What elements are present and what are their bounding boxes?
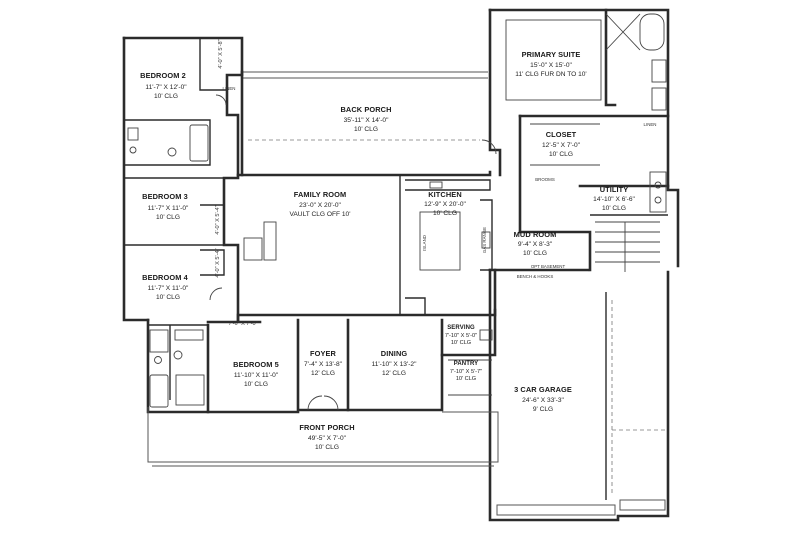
room-primary-suite: PRIMARY SUITE 15'-0" X 15'-0" 11' CLG FU… bbox=[515, 50, 586, 78]
pantry-size: 7'-10" X 5'-7" bbox=[450, 369, 482, 375]
back-porch-clg: 10' CLG bbox=[354, 126, 378, 133]
garage-clg: 9' CLG bbox=[533, 406, 553, 413]
brooms-note: BROOMS bbox=[535, 177, 555, 182]
dining-clg: 12' CLG bbox=[382, 370, 406, 377]
room-pantry: PANTRY 7'-10" X 5'-7" 10' CLG bbox=[450, 361, 482, 382]
front-porch-clg: 10' CLG bbox=[315, 444, 339, 451]
family-room-size: 23'-0" X 20'-0" bbox=[299, 202, 341, 209]
bedroom3-clg: 10' CLG bbox=[156, 214, 180, 221]
foyer-clg: 12' CLG bbox=[311, 370, 335, 377]
front-porch-name: FRONT PORCH bbox=[299, 423, 354, 432]
closet-size: 12'-5" X 7'-0" bbox=[542, 142, 581, 149]
bedroom4-clg: 10' CLG bbox=[156, 294, 180, 301]
room-front-porch: FRONT PORCH 49'-5" X 7'-0" 10' CLG bbox=[299, 423, 354, 451]
primary-suite-size: 15'-0" X 15'-0" bbox=[530, 62, 572, 69]
serving-clg: 10' CLG bbox=[451, 340, 471, 346]
room-bedroom-5: BEDROOM 5 11'-10" X 11'-0" 10' CLG bbox=[233, 360, 279, 388]
bedroom2-closet-dim: 4'-0" X 5'-8" bbox=[218, 39, 224, 68]
kitchen-name: KITCHEN bbox=[428, 190, 462, 199]
front-porch-size: 49'-5" X 7'-0" bbox=[308, 435, 347, 442]
closet-name: CLOSET bbox=[546, 130, 577, 139]
back-porch-name: BACK PORCH bbox=[340, 105, 391, 114]
bedroom4-size: 11'-7" X 11'-0" bbox=[148, 285, 189, 292]
bedroom5-closet-dim: 7'-6" X 7'-0" bbox=[228, 321, 257, 327]
family-room-name: FAMILY ROOM bbox=[294, 190, 346, 199]
dining-name: DINING bbox=[381, 349, 408, 358]
room-serving: SERVING 7'-10" X 5'-0" 10' CLG bbox=[445, 325, 477, 346]
closet-clg: 10' CLG bbox=[549, 151, 573, 158]
room-kitchen: KITCHEN 12'-9" X 20'-0" 10' CLG bbox=[424, 190, 466, 217]
bedroom3-closet-dim: 4'-0" X 5'-4" bbox=[215, 205, 221, 234]
room-family-room: FAMILY ROOM 23'-0" X 20'-0" VAULT CLG OF… bbox=[290, 190, 351, 218]
opt-basement-note: OPT BASEMENT bbox=[531, 264, 566, 269]
bedroom5-name: BEDROOM 5 bbox=[233, 360, 279, 369]
bedroom5-clg: 10' CLG bbox=[244, 381, 268, 388]
island-note: ISLAND bbox=[422, 235, 427, 251]
linen-note: LINEN bbox=[223, 86, 236, 91]
pantry-clg: 10' CLG bbox=[456, 376, 476, 382]
pantry-name: PANTRY bbox=[454, 361, 479, 367]
room-closet: CLOSET 12'-5" X 7'-0" 10' CLG bbox=[542, 130, 581, 158]
mud-room-name: MUD ROOM bbox=[514, 230, 557, 239]
exterior-walls bbox=[122, 8, 680, 522]
fixtures bbox=[127, 13, 667, 516]
room-foyer: FOYER 7'-4" X 13'-8" 12' CLG bbox=[304, 349, 343, 377]
bedroom2-size: 11'-7" X 12'-0" bbox=[145, 84, 187, 91]
dining-size: 11'-10" X 13'-2" bbox=[372, 361, 417, 368]
bedroom5-size: 11'-10" X 11'-0" bbox=[234, 372, 279, 379]
room-bedroom-3: BEDROOM 3 11'-7" X 11'-0" 10' CLG bbox=[142, 192, 189, 221]
foyer-size: 7'-4" X 13'-8" bbox=[304, 361, 343, 368]
room-garage: 3 CAR GARAGE 24'-6" X 33'-3" 9' CLG bbox=[514, 385, 572, 413]
mud-room-size: 9'-4" X 8'-3" bbox=[518, 241, 553, 248]
foyer-name: FOYER bbox=[310, 349, 337, 358]
bedroom4-closet-dim: 4'-0" X 5'-4" bbox=[215, 248, 221, 277]
bedroom2-name: BEDROOM 2 bbox=[140, 71, 186, 80]
room-back-porch: BACK PORCH 35'-11" X 14'-0" 10' CLG bbox=[340, 105, 391, 133]
utility-name: UTILITY bbox=[600, 185, 629, 194]
linen-note-2: LINEN bbox=[644, 122, 657, 127]
serving-name: SERVING bbox=[447, 325, 475, 331]
room-utility: UTILITY 14'-10" X 6'-6" 10' CLG bbox=[593, 185, 635, 212]
gas-range-note: GAS RANGE bbox=[482, 227, 487, 253]
kitchen-size: 12'-9" X 20'-0" bbox=[424, 201, 466, 208]
mud-room-clg: 10' CLG bbox=[523, 250, 547, 257]
family-room-clg: VAULT CLG OFF 10' bbox=[290, 211, 351, 218]
bench-hooks-note: BENCH & HOOKS bbox=[517, 274, 554, 279]
back-porch-size: 35'-11" X 14'-0" bbox=[344, 117, 389, 124]
room-mud-room: MUD ROOM 9'-4" X 8'-3" 10' CLG bbox=[514, 230, 557, 257]
room-bedroom-4: BEDROOM 4 11'-7" X 11'-0" 10' CLG bbox=[142, 273, 189, 301]
room-bedroom-2: BEDROOM 2 11'-7" X 12'-0" 10' CLG bbox=[140, 71, 187, 100]
bedroom4-name: BEDROOM 4 bbox=[142, 273, 188, 282]
primary-suite-name: PRIMARY SUITE bbox=[522, 50, 581, 59]
garage-size: 24'-6" X 33'-3" bbox=[522, 397, 564, 404]
serving-size: 7'-10" X 5'-0" bbox=[445, 333, 477, 339]
room-dining: DINING 11'-10" X 13'-2" 12' CLG bbox=[372, 349, 417, 377]
utility-clg: 10' CLG bbox=[602, 205, 626, 212]
porch-outlines bbox=[147, 139, 499, 467]
bedroom3-name: BEDROOM 3 bbox=[142, 192, 188, 201]
kitchen-clg: 10' CLG bbox=[433, 210, 457, 217]
annotations: LINEN LINEN BROOMS OPT BASEMENT BENCH & … bbox=[215, 39, 656, 327]
utility-size: 14'-10" X 6'-6" bbox=[593, 196, 635, 203]
bedroom3-size: 11'-7" X 11'-0" bbox=[148, 205, 189, 212]
garage-name: 3 CAR GARAGE bbox=[514, 385, 572, 394]
primary-suite-clg: 11' CLG FUR DN TO 10' bbox=[515, 71, 586, 78]
bedroom2-clg: 10' CLG bbox=[154, 93, 178, 100]
